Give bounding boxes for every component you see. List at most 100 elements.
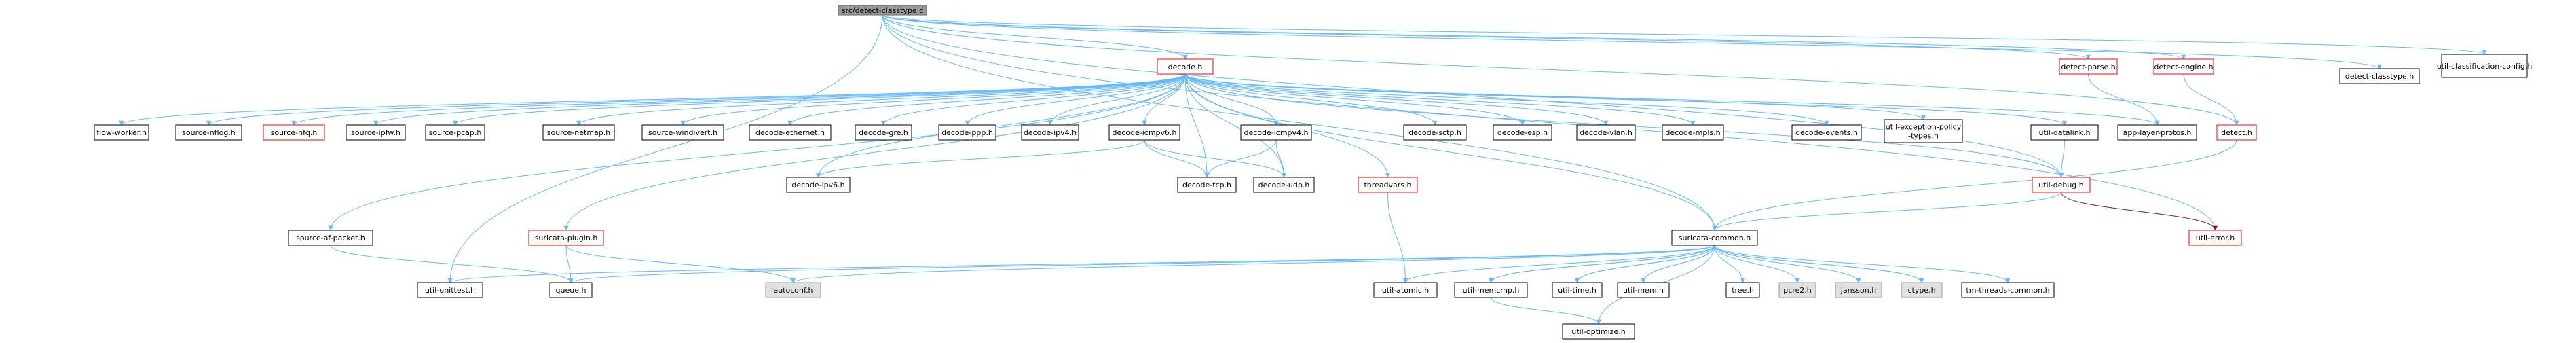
edge-common-to-queue bbox=[568, 245, 1715, 283]
node-root[interactable]: src/detect-classtype.c bbox=[838, 5, 927, 16]
node-box bbox=[1662, 124, 1724, 141]
node-queue[interactable]: queue.h bbox=[549, 282, 593, 298]
edge-decode-to-applayer bbox=[1184, 73, 2160, 126]
node-decipv4[interactable]: decode-ipv4.h bbox=[1021, 124, 1079, 141]
node-unittest[interactable]: util-unittest.h bbox=[417, 282, 483, 298]
node-decicmpv6[interactable]: decode-icmpv6.h bbox=[1108, 124, 1180, 141]
node-box bbox=[641, 124, 724, 141]
node-srcafp[interactable]: source-af-packet.h bbox=[288, 230, 373, 246]
node-utildatalink[interactable]: util-datalink.h bbox=[2030, 124, 2099, 141]
node-decicmpv4[interactable]: decode-icmpv4.h bbox=[1240, 124, 1312, 141]
node-box bbox=[2032, 177, 2091, 193]
node-utildebug[interactable]: util-debug.h bbox=[2032, 177, 2091, 193]
edge-root-to-unittest bbox=[447, 14, 883, 283]
node-detparse[interactable]: detect-parse.h bbox=[2059, 58, 2118, 75]
node-plugin[interactable]: suricata-plugin.h bbox=[528, 230, 604, 246]
node-decode[interactable]: decode.h bbox=[1157, 58, 1214, 75]
node-label: util-mem.h bbox=[1623, 286, 1664, 295]
node-box bbox=[1884, 119, 1963, 143]
node-decgre[interactable]: decode-gre.h bbox=[855, 124, 912, 141]
node-box bbox=[1791, 124, 1862, 141]
node-ctype[interactable]: ctype.h bbox=[1901, 282, 1943, 298]
edge-decode-to-decevents bbox=[1184, 73, 1829, 126]
node-box bbox=[1454, 282, 1528, 298]
node-decesp[interactable]: decode-esp.h bbox=[1493, 124, 1552, 141]
node-box bbox=[2030, 124, 2099, 141]
node-decsctp[interactable]: decode-sctp.h bbox=[1403, 124, 1467, 141]
node-layer: src/detect-classtype.c decode.h detect-par… bbox=[94, 5, 2533, 340]
node-box bbox=[1358, 177, 1418, 193]
node-box bbox=[855, 124, 912, 141]
node-atomic[interactable]: util-atomic.h bbox=[1373, 282, 1438, 298]
node-box bbox=[1901, 282, 1943, 298]
node-decipv6[interactable]: decode-ipv6.h bbox=[786, 177, 851, 193]
node-label: decode-ppp.h bbox=[941, 128, 993, 137]
node-flowworker[interactable]: flow-worker.h bbox=[94, 124, 149, 141]
node-applayer[interactable]: app-layer-protos.h bbox=[2117, 124, 2197, 141]
node-label: pcre2.h bbox=[1783, 286, 1812, 295]
node-label: decode-ipv6.h bbox=[791, 181, 844, 189]
edge-decicmpv4-to-decudp bbox=[1275, 139, 1286, 178]
node-dectcp[interactable]: decode-tcp.h bbox=[1177, 177, 1237, 193]
node-detect[interactable]: detect.h bbox=[2216, 124, 2257, 141]
edge-decode-to-decipv4 bbox=[1047, 73, 1186, 126]
node-label: detect-classtype.h bbox=[2345, 72, 2414, 81]
node-autoconf[interactable]: autoconf.h bbox=[765, 282, 821, 298]
node-memcmp[interactable]: util-memcmp.h bbox=[1454, 282, 1528, 298]
edge-utildebug-to-common bbox=[1712, 192, 2061, 231]
node-label: source-nflog.h bbox=[182, 128, 236, 137]
node-utilexc[interactable]: util-exception-policy-types.h bbox=[1884, 119, 1963, 143]
node-label: util-unittest.h bbox=[425, 286, 475, 295]
edge-decode-to-dectcp bbox=[1184, 73, 1210, 178]
node-utiltime[interactable]: util-time.h bbox=[1552, 282, 1603, 298]
node-decevents[interactable]: decode-events.h bbox=[1791, 124, 1862, 141]
edge-decode-to-srcnetmap bbox=[576, 73, 1186, 126]
node-srcipfw[interactable]: source-ipfw.h bbox=[346, 124, 406, 141]
edge-root-to-utilclass bbox=[882, 14, 2486, 55]
node-pcre2[interactable]: pcre2.h bbox=[1778, 282, 1816, 298]
node-label: detect.h bbox=[2221, 128, 2252, 137]
node-decudp[interactable]: decode-udp.h bbox=[1253, 177, 1315, 193]
node-tree[interactable]: tree.h bbox=[1725, 282, 1760, 298]
node-srcnfq[interactable]: source-nfq.h bbox=[263, 124, 325, 141]
node-tmthreads[interactable]: tm-threads-common.h bbox=[1961, 282, 2055, 298]
node-label: flow-worker.h bbox=[96, 128, 147, 137]
edge-common-to-atomic bbox=[1403, 245, 1715, 283]
node-srcwindivert[interactable]: source-windivert.h bbox=[641, 124, 724, 141]
node-threadvars[interactable]: threadvars.h bbox=[1358, 177, 1418, 193]
edge-common-to-tmthreads bbox=[1714, 245, 2011, 283]
node-box bbox=[1108, 124, 1180, 141]
edge-decode-to-decether bbox=[787, 73, 1186, 126]
node-decether[interactable]: decode-ethernet.h bbox=[749, 124, 832, 141]
node-decmpls[interactable]: decode-mpls.h bbox=[1662, 124, 1724, 141]
node-label: util-memcmp.h bbox=[1463, 286, 1520, 295]
edge-detengine-to-detect bbox=[2183, 73, 2239, 126]
node-srcnetmap[interactable]: source-netmap.h bbox=[542, 124, 615, 141]
node-jansson[interactable]: jansson.h bbox=[1835, 282, 1882, 298]
node-label: decode-gre.h bbox=[859, 128, 908, 137]
node-detclass[interactable]: detect-classtype.h bbox=[2339, 68, 2420, 84]
node-box bbox=[749, 124, 832, 141]
node-optimize[interactable]: util-optimize.h bbox=[1562, 323, 1635, 340]
edge-ctype-to-common bbox=[1712, 245, 1922, 283]
node-decvlan[interactable]: decode-vlan.h bbox=[1576, 124, 1636, 141]
node-box bbox=[1562, 323, 1635, 340]
edge-root-to-utildebug bbox=[882, 14, 2064, 178]
node-utilclass[interactable]: util-classification-config.h bbox=[2437, 54, 2533, 78]
node-srcnflog[interactable]: source-nflog.h bbox=[175, 124, 242, 141]
node-common[interactable]: suricata-common.h bbox=[1671, 230, 1758, 246]
edge-decode-to-decvlan bbox=[1184, 73, 1609, 126]
node-label: src/detect-classtype.c bbox=[842, 6, 923, 15]
node-srcpcap[interactable]: source-pcap.h bbox=[425, 124, 485, 141]
node-label: source-pcap.h bbox=[429, 128, 482, 137]
node-box bbox=[346, 124, 406, 141]
node-label: tree.h bbox=[1732, 286, 1754, 295]
edge-detect-to-common bbox=[1712, 139, 2237, 231]
node-decppp[interactable]: decode-ppp.h bbox=[938, 124, 996, 141]
node-utilmem[interactable]: util-mem.h bbox=[1617, 282, 1670, 298]
edge-root-to-detengine bbox=[882, 14, 2186, 60]
node-label: tm-threads-common.h bbox=[1966, 286, 2049, 295]
node-utilerror[interactable]: util-error.h bbox=[2188, 230, 2242, 246]
node-detengine[interactable]: detect-engine.h bbox=[2153, 58, 2214, 75]
edge-decode-to-srcwindivert bbox=[680, 73, 1186, 126]
